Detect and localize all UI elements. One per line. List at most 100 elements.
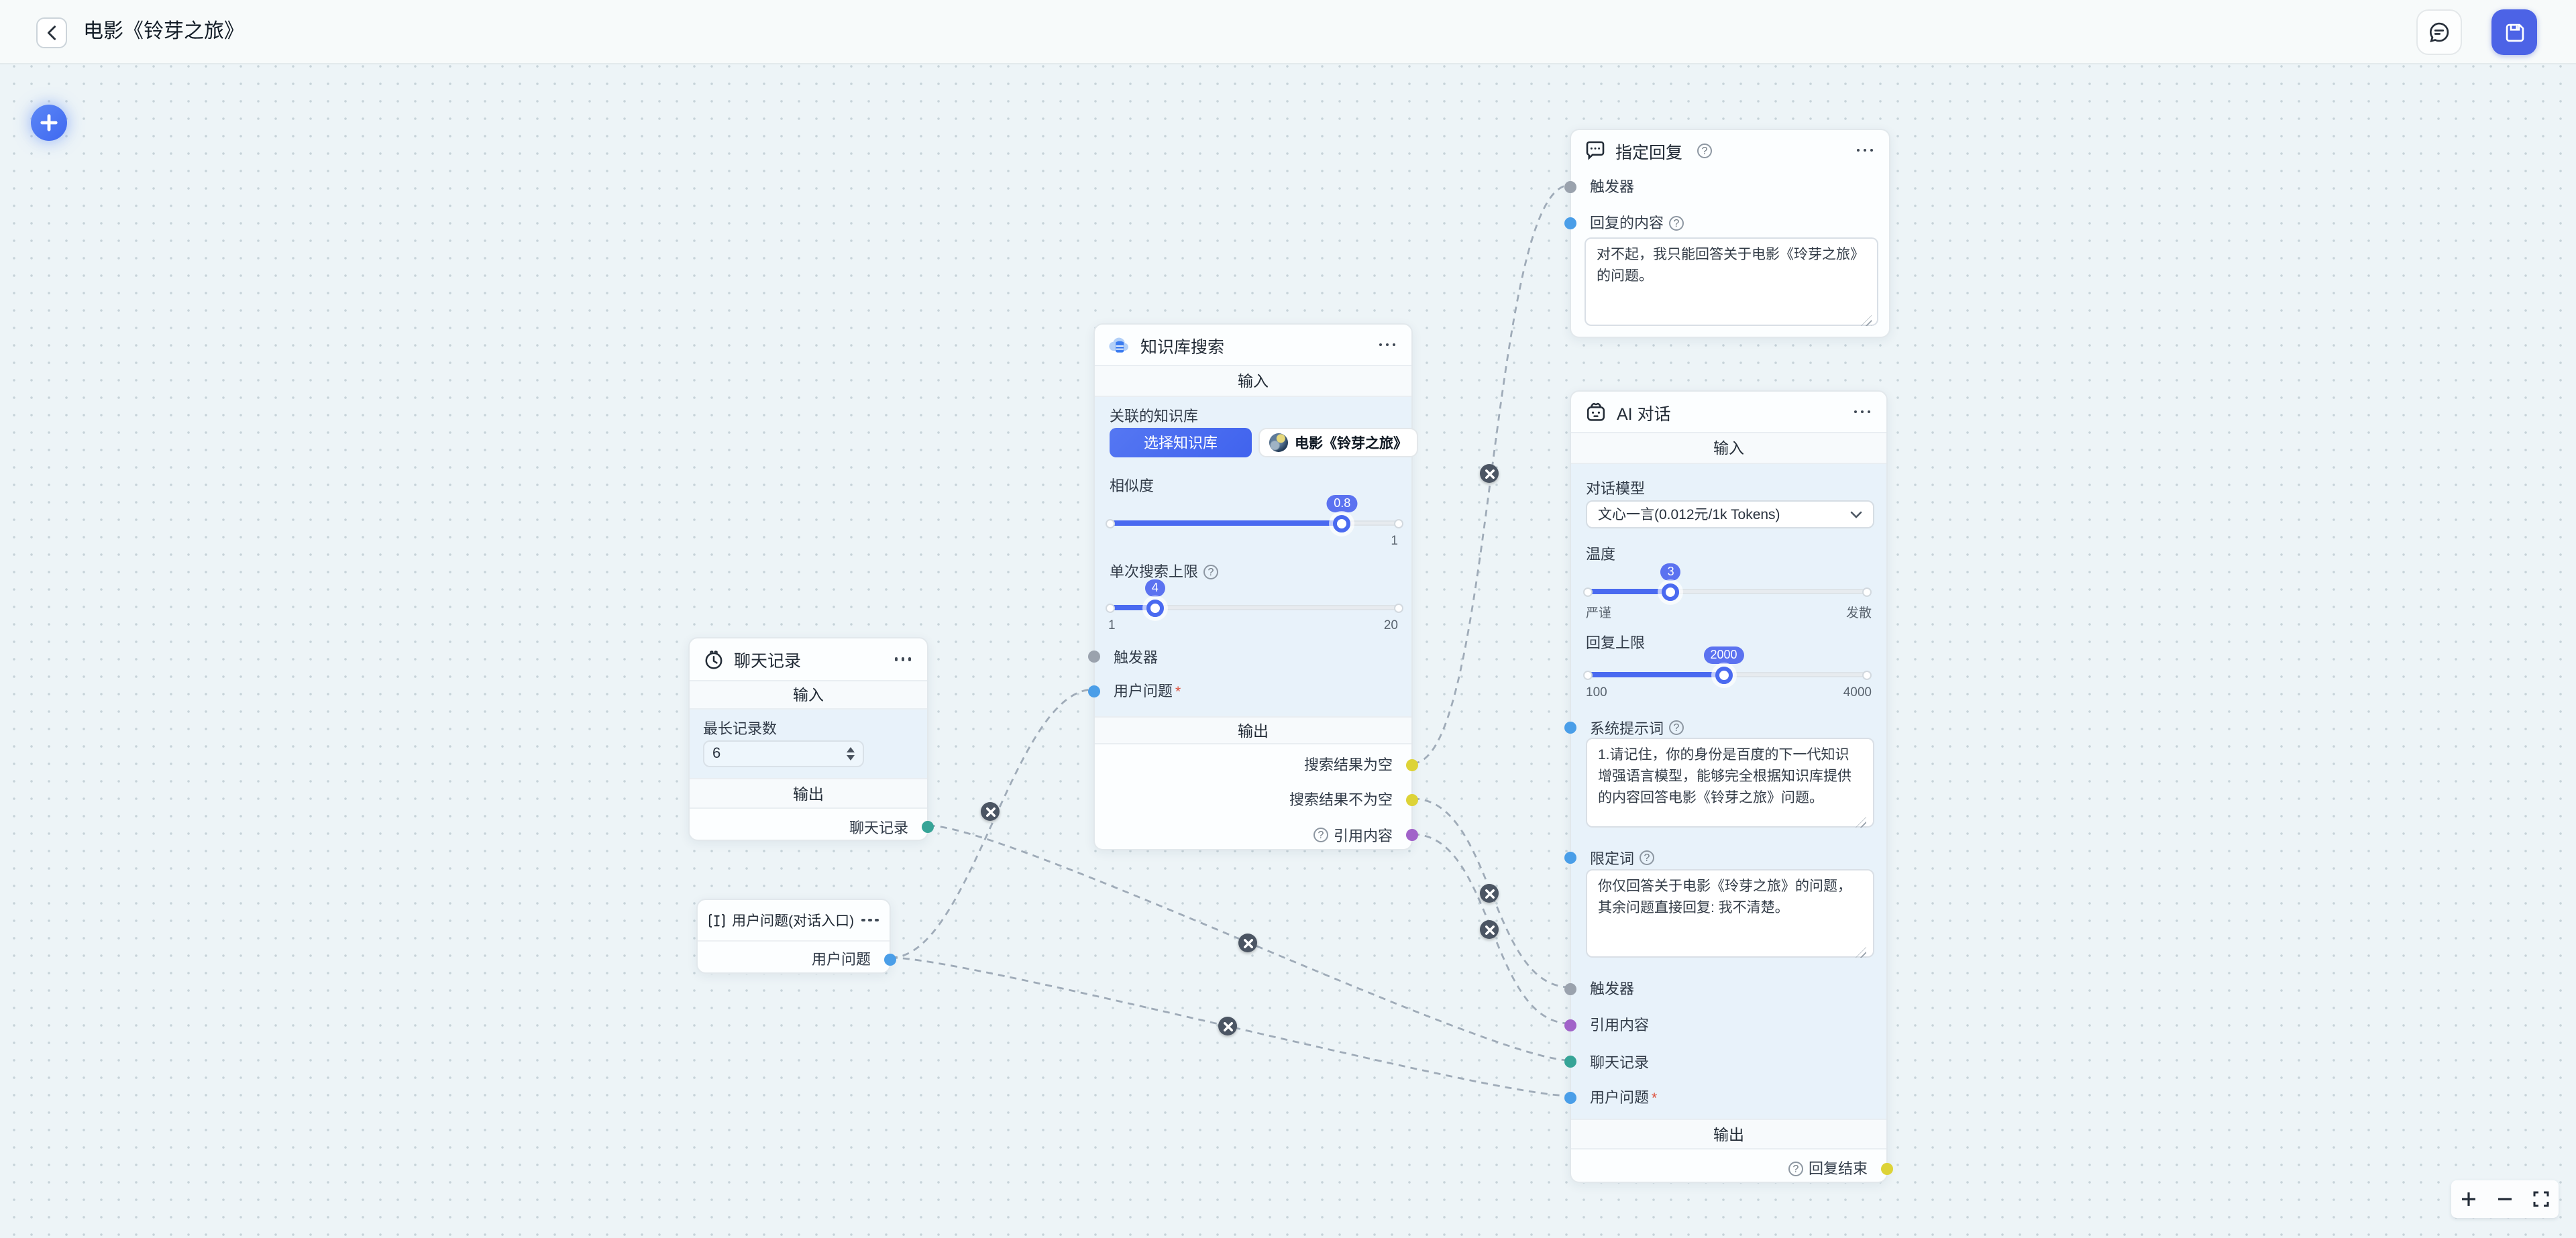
node-menu-button[interactable] [861, 909, 879, 931]
port-user-question-in[interactable] [1564, 1091, 1576, 1103]
node-header[interactable]: AI 对话 [1571, 392, 1886, 432]
section-input: 输入 [690, 680, 927, 710]
minus-icon [2498, 1198, 2512, 1200]
max-records-value: 6 [712, 746, 721, 762]
port-result-empty-out[interactable] [1406, 758, 1418, 771]
port-trigger-in[interactable] [1564, 982, 1576, 995]
qualifier-textarea[interactable]: 你仅回答关于电影《玲芽之旅》的问题，其余问题直接回复: 我不清楚。 [1586, 869, 1874, 958]
slider-thumb[interactable] [1662, 583, 1680, 600]
slider-track[interactable] [1586, 589, 1869, 594]
select-kb-button[interactable]: 选择知识库 [1110, 428, 1252, 457]
port-user-question-out[interactable] [884, 953, 896, 965]
similarity-slider[interactable]: 0.8 [1106, 495, 1403, 532]
zoom-out-button[interactable] [2489, 1183, 2521, 1215]
clock-icon [705, 650, 722, 669]
chevron-left-icon [47, 25, 56, 40]
slider-max-label: 发散 [1845, 606, 1872, 621]
reply-limit-slider[interactable]: 2000 [1583, 646, 1872, 684]
temperature-slider[interactable]: 3 [1583, 563, 1872, 601]
help-icon[interactable] [1669, 215, 1684, 230]
port-qualifier-in[interactable] [1564, 852, 1576, 864]
edge-delete-icon[interactable] [1480, 920, 1499, 939]
system-prompt-textarea[interactable]: 1.请记住，你的身份是百度的下一代知识增强语言模型，能够完全根据知识库提供的内容… [1586, 738, 1874, 828]
slider-thumb[interactable] [1715, 666, 1733, 683]
kb-poster-avatar [1269, 433, 1288, 452]
help-icon[interactable] [1788, 1161, 1803, 1176]
port-trigger-in[interactable] [1088, 651, 1100, 663]
search-limit-slider[interactable]: 4 [1106, 579, 1403, 617]
slider-track[interactable] [1108, 605, 1401, 610]
port-trigger-in[interactable] [1564, 180, 1576, 192]
edge-delete-icon[interactable] [1238, 934, 1257, 952]
port-row-qualifier: 限定词 [1571, 847, 1886, 868]
node-ai-chat[interactable]: AI 对话 输入 对话模型 文心一言(0.012元/1k Tokens) 温度 … [1564, 390, 1893, 1183]
preview-chat-button[interactable] [2416, 9, 2462, 55]
node-title: 用户问题(对话入口) [732, 913, 855, 929]
slider-fill [1108, 520, 1342, 526]
slider-thumb[interactable] [1333, 514, 1351, 532]
node-menu-button[interactable] [1377, 334, 1398, 355]
edge-delete-icon[interactable] [1218, 1017, 1237, 1035]
slider-value-bubble: 2000 [1703, 646, 1744, 664]
model-select[interactable]: 文心一言(0.012元/1k Tokens) [1586, 500, 1874, 528]
fit-view-button[interactable] [2524, 1183, 2557, 1215]
edge-delete-icon[interactable] [1480, 464, 1499, 483]
node-header[interactable]: 指定回复 [1571, 130, 1889, 170]
node-header[interactable]: 聊天记录 [690, 638, 927, 680]
port-reply-content-in[interactable] [1564, 217, 1576, 229]
zoom-in-button[interactable] [2453, 1183, 2485, 1215]
node-menu-button[interactable] [1851, 401, 1873, 423]
help-icon[interactable] [1640, 850, 1654, 865]
port-reference-out[interactable] [1406, 829, 1418, 841]
knowledge-base-icon [1109, 337, 1129, 352]
help-icon[interactable] [1669, 720, 1684, 735]
edge-delete-icon[interactable] [981, 802, 1000, 821]
node-kb-search[interactable]: 知识库搜索 输入 关联的知识库 选择知识库 电影《铃芽之旅》 相似度 0.8 1 [1088, 323, 1418, 850]
kb-chip[interactable]: 电影《铃芽之旅》 [1258, 428, 1418, 457]
node-specified-reply[interactable]: 指定回复 触发器 回复的内容 对不起，我只能回答关于电影《玲芽之旅》的问题。 [1564, 129, 1890, 338]
stepper-arrows[interactable] [847, 747, 855, 761]
node-menu-button[interactable] [1854, 139, 1876, 161]
help-icon[interactable] [1313, 828, 1328, 842]
add-node-button[interactable] [31, 105, 67, 141]
node-header[interactable]: 用户问题(对话入口) [698, 900, 890, 940]
port-reference-in[interactable] [1564, 1019, 1576, 1031]
help-icon[interactable] [1697, 143, 1713, 158]
section-input: 输入 [1571, 432, 1886, 464]
port-chat-history-out[interactable] [922, 821, 934, 833]
robot-icon [1587, 402, 1605, 420]
node-title: 指定回复 [1615, 143, 1683, 162]
step-up-icon[interactable] [847, 747, 855, 752]
text-input-icon [708, 913, 725, 927]
edge-delete-icon[interactable] [1480, 884, 1499, 903]
port-row-result-not-empty: 搜索结果不为空 [1289, 793, 1393, 809]
save-button[interactable] [2491, 9, 2537, 55]
node-menu-button[interactable] [892, 649, 914, 670]
node-chat-history[interactable]: 聊天记录 输入 最长记录数 6 输出 聊天记录 [688, 637, 934, 841]
port-row-user-question: 用户问题 [1571, 1086, 1886, 1108]
port-system-prompt-in[interactable] [1564, 722, 1576, 734]
port-reply-end-out[interactable] [1881, 1162, 1893, 1174]
max-records-label: 最长记录数 [703, 722, 777, 738]
port-chat-history-in[interactable] [1564, 1056, 1576, 1068]
slider-thumb[interactable] [1146, 599, 1164, 616]
chevron-down-icon [1850, 510, 1862, 518]
slider-value-bubble: 4 [1144, 579, 1165, 597]
model-select-value: 文心一言(0.012元/1k Tokens) [1598, 507, 1780, 523]
port-row-trigger: 触发器 [1114, 650, 1158, 666]
node-header[interactable]: 知识库搜索 [1095, 325, 1411, 365]
plus-icon [2462, 1192, 2476, 1206]
help-icon[interactable] [1203, 564, 1218, 579]
back-button[interactable] [36, 17, 67, 48]
step-down-icon[interactable] [847, 755, 855, 761]
reply-content-textarea[interactable]: 对不起，我只能回答关于电影《玲芽之旅》的问题。 [1585, 237, 1878, 326]
port-row-user-question: 用户问题 [1095, 680, 1411, 701]
port-user-question-in[interactable] [1088, 685, 1100, 697]
workflow-title: 电影《铃芽之旅》 [83, 20, 245, 43]
max-records-input[interactable]: 6 [703, 740, 864, 767]
port-result-not-empty-out[interactable] [1406, 793, 1418, 805]
node-user-question-entry[interactable]: 用户问题(对话入口) 用户问题 [696, 899, 896, 974]
port-row-system-prompt: 系统提示词 [1571, 717, 1886, 738]
divider [698, 940, 890, 942]
